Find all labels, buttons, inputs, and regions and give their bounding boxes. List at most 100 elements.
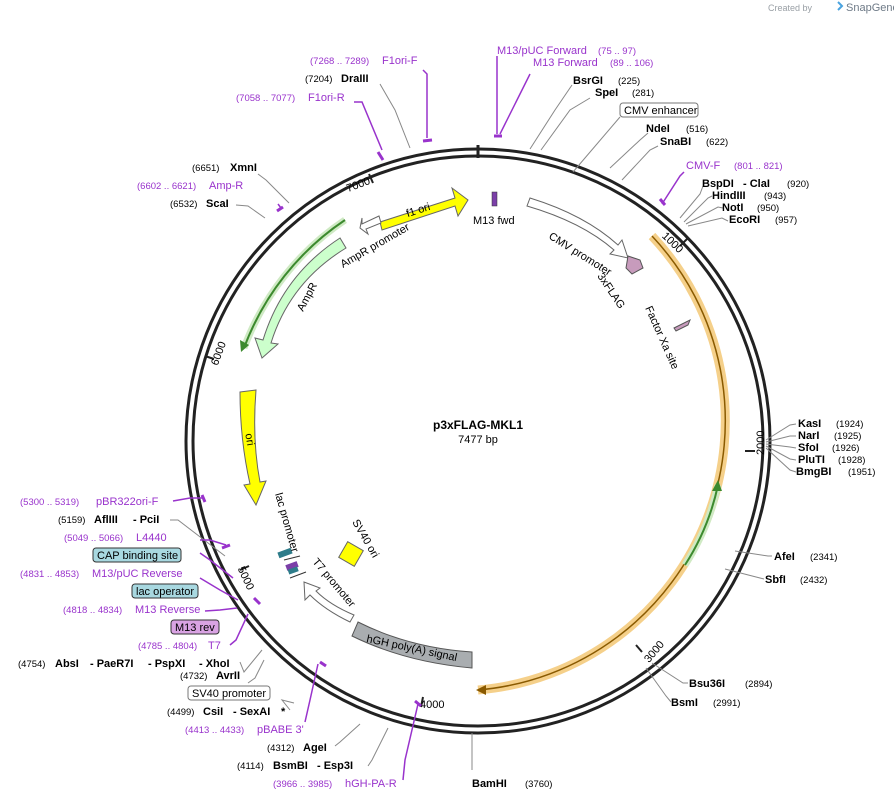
plasmid-name: p3xFLAG-MKL1 xyxy=(433,418,523,432)
site-pos-bsrgi: (225) xyxy=(618,76,640,87)
site-name-bsmi: BsmI xyxy=(671,697,698,709)
site-pos-absi: (4754) xyxy=(18,659,45,670)
m13-fwd-label: M13 fwd xyxy=(473,215,515,227)
plasmid-length: 7477 bp xyxy=(458,434,498,446)
primer-name-m13-puc-rev: M13/pUC Reverse xyxy=(92,568,182,580)
site-name-snabi: SnaBI xyxy=(660,136,691,148)
lac-promoter-label: lac promoter xyxy=(272,492,300,554)
ampr-arrow xyxy=(254,237,347,359)
brand-text: SnapGene xyxy=(846,2,894,14)
lac-operator-tag: lac operator xyxy=(131,583,199,599)
ruler-4000: 4000 xyxy=(420,699,444,711)
site-name-clai: - ClaI xyxy=(743,178,770,190)
site-name-ndei: NdeI xyxy=(646,123,670,135)
site-name-bspdi: BspDI xyxy=(702,178,734,190)
labels-left: (5300 .. 5319) pBR322ori-F (5159) AflIII… xyxy=(18,496,240,682)
site-name-noti: NotI xyxy=(722,202,743,214)
site-name-bsmbi: BsmBI xyxy=(273,760,308,772)
primer-pos-m13-reverse: (4818 .. 4834) xyxy=(63,605,122,616)
site-name-xhoi: - XhoI xyxy=(199,658,230,670)
site-name-sbfi: SbfI xyxy=(765,574,786,586)
primer-name-cmv-f: CMV-F xyxy=(686,160,721,172)
site-name-pcii: - PciI xyxy=(133,514,159,526)
primer-lines xyxy=(172,56,685,781)
site-pos-sfoi: (1926) xyxy=(832,443,859,454)
site-pos-xmni: (6651) xyxy=(192,163,219,174)
site-pos-bsmbi: (4114) xyxy=(237,761,264,772)
ruler-ticks xyxy=(204,173,755,708)
site-name-scai: ScaI xyxy=(206,198,229,210)
primer-pos-amp-r: (6602 .. 6621) xyxy=(137,181,196,192)
primer-name-m13-reverse: M13 Reverse xyxy=(135,604,200,616)
m13-rev-tag: M13 rev xyxy=(170,619,220,635)
site-name-bsrgi: BsrGI xyxy=(573,75,603,87)
site-pos-ndei: (516) xyxy=(686,124,708,135)
primer-pos-pbabe3: (4413 .. 4433) xyxy=(185,725,244,736)
primer-name-amp-r: Amp-R xyxy=(209,180,243,192)
site-pos-csii: (4499) xyxy=(167,707,194,718)
site-name-kasi: KasI xyxy=(798,418,821,430)
site-pos-bmgbi: (1951) xyxy=(848,467,875,478)
site-pos-draiii: (7204) xyxy=(305,74,332,85)
site-pos-spei: (281) xyxy=(632,88,654,99)
cap-binding-site-tag: CAP binding site xyxy=(92,547,182,563)
lac-operator-marker xyxy=(287,566,299,575)
orf-highlight xyxy=(477,232,730,695)
green-arrowhead-left xyxy=(240,340,249,352)
site-pos-afei: (2341) xyxy=(810,552,837,563)
primer-pos-cmv-f: (801 .. 821) xyxy=(734,161,783,172)
primer-name-f1ori-f: F1ori-F xyxy=(382,55,418,67)
factor-xa-marker xyxy=(673,318,691,332)
green-arrowhead-right xyxy=(712,480,722,491)
ori-arrow xyxy=(239,389,267,507)
site-pos-afliii: (5159) xyxy=(58,515,85,526)
site-name-csii: CsiI xyxy=(203,706,223,718)
f1-ori-arrow xyxy=(379,186,469,231)
site-pos-pluti: (1928) xyxy=(838,455,865,466)
site-name-paer7i: - PaeR7I xyxy=(90,658,133,670)
site-name-hindiii: HindIII xyxy=(712,190,746,202)
primer-pos-m13-puc-rev: (4831 .. 4853) xyxy=(20,569,79,580)
ruler-3000: 3000 xyxy=(642,639,667,665)
3xflag-label: 3xFLAG xyxy=(595,271,628,311)
site-name-xmni: XmnI xyxy=(230,162,257,174)
hgh-polya-label: hGH poly(A) signal xyxy=(365,633,458,664)
primer-pos-t7: (4785 .. 4804) xyxy=(138,641,197,652)
m13-rev-marker xyxy=(285,561,299,571)
site-pos-hindiii: (943) xyxy=(764,191,786,202)
site-name-absi: AbsI xyxy=(55,658,79,670)
primer-pos-f1ori-r: (7058 .. 7077) xyxy=(236,93,295,104)
ruler-2000: 2000 xyxy=(755,431,767,455)
labels-top-right: M13/pUC Forward (75 .. 97) M13 Forward (… xyxy=(497,45,809,226)
hgh-polya-bar xyxy=(351,621,473,669)
primer-pos-l4440: (5049 .. 5066) xyxy=(64,533,123,544)
cmv-enhancer-label: CMV enhancer xyxy=(624,105,698,117)
3xflag-marker xyxy=(625,255,644,275)
labels-bottom: BamHI (3760) (3966 .. 3985) hGH-PA-R (41… xyxy=(167,706,552,790)
sv40-ori-box xyxy=(338,541,364,567)
lac-promoter-arrows xyxy=(283,555,307,579)
site-name-agei: AgeI xyxy=(303,742,327,754)
sv40-promoter-arrow xyxy=(303,581,355,623)
primer-pos-hgh-pa-r: (3966 .. 3985) xyxy=(273,779,332,790)
ori-label: ori xyxy=(242,432,256,446)
primer-name-m13-puc-fwd: M13/pUC Forward xyxy=(497,45,587,57)
site-name-pspxi: - PspXI xyxy=(148,658,185,670)
primer-name-t7: T7 xyxy=(208,640,221,652)
snapgene-logo-icon xyxy=(837,1,844,11)
primer-name-f1ori-r: F1ori-R xyxy=(308,92,345,104)
primer-name-m13-fwd: M13 Forward xyxy=(533,57,598,69)
cmv-enhancer-tag: CMV enhancer xyxy=(619,102,699,118)
site-name-afliii: AflIII xyxy=(94,514,118,526)
leader-lines xyxy=(170,83,797,770)
site-pos-bspdi: (920) xyxy=(787,179,809,190)
site-name-bmgbi: BmgBI xyxy=(796,466,831,478)
m13-fwd-marker xyxy=(491,191,498,207)
site-pos-sbfi: (2432) xyxy=(800,575,827,586)
site-pos-bsu36i: (2894) xyxy=(745,679,772,690)
green-arrow-left xyxy=(243,219,346,349)
cap-site-marker xyxy=(277,547,293,559)
site-name-ecori: EcoRI xyxy=(729,214,760,226)
site-name-avrii: AvrII xyxy=(216,670,240,682)
factor-xa-label: Factor Xa site xyxy=(642,304,681,371)
